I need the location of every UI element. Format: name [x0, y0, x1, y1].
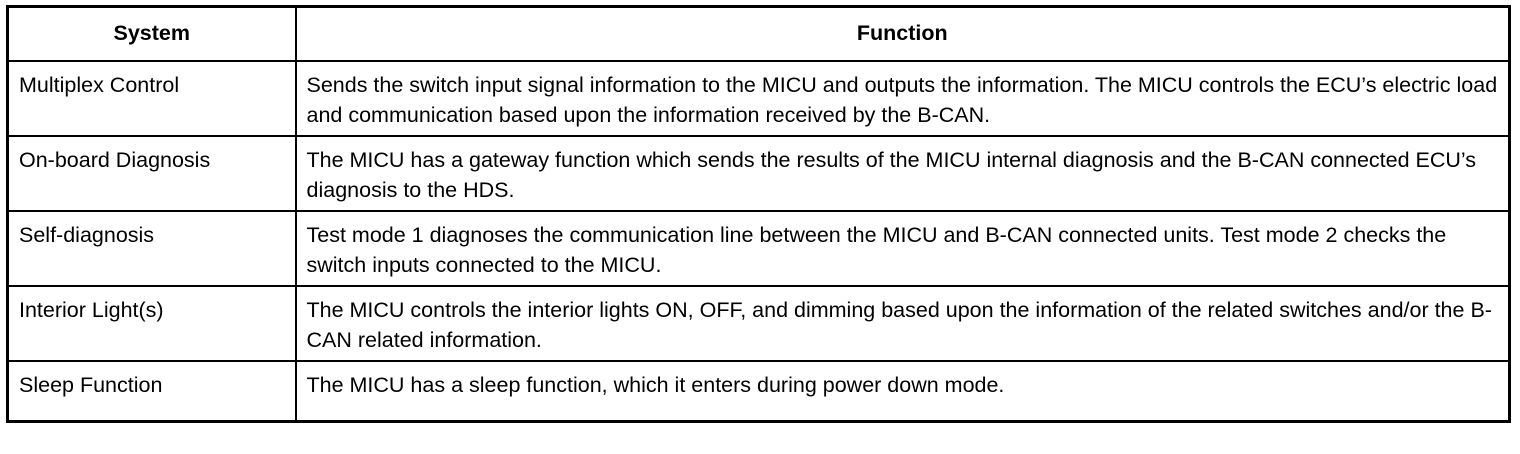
table-body: Multiplex Control Sends the switch input…: [6, 60, 1511, 422]
header-function: Function: [294, 5, 1511, 62]
function-cell: The MICU has a gateway function which se…: [294, 135, 1511, 212]
system-cell: On-board Diagnosis: [6, 135, 297, 212]
table-row: Multiplex Control Sends the switch input…: [6, 60, 1511, 137]
table-row: Sleep Function The MICU has a sleep func…: [6, 360, 1511, 422]
function-cell: Test mode 1 diagnoses the communication …: [294, 210, 1511, 287]
system-function-table: System Function Multiplex Control Sends …: [6, 5, 1511, 423]
system-cell: Sleep Function: [6, 360, 297, 422]
table-row: Self-diagnosis Test mode 1 diagnoses the…: [6, 210, 1511, 287]
system-cell: Multiplex Control: [6, 60, 297, 137]
table-header: System Function: [6, 5, 1511, 62]
header-system: System: [6, 5, 297, 62]
function-cell: The MICU has a sleep function, which it …: [294, 360, 1511, 422]
function-cell: The MICU controls the interior lights ON…: [294, 285, 1511, 362]
system-cell: Interior Light(s): [6, 285, 297, 362]
system-cell: Self-diagnosis: [6, 210, 297, 287]
header-row: System Function: [6, 5, 1511, 62]
table-row: On-board Diagnosis The MICU has a gatewa…: [6, 135, 1511, 212]
function-cell: Sends the switch input signal informatio…: [294, 60, 1511, 137]
table-row: Interior Light(s) The MICU controls the …: [6, 285, 1511, 362]
